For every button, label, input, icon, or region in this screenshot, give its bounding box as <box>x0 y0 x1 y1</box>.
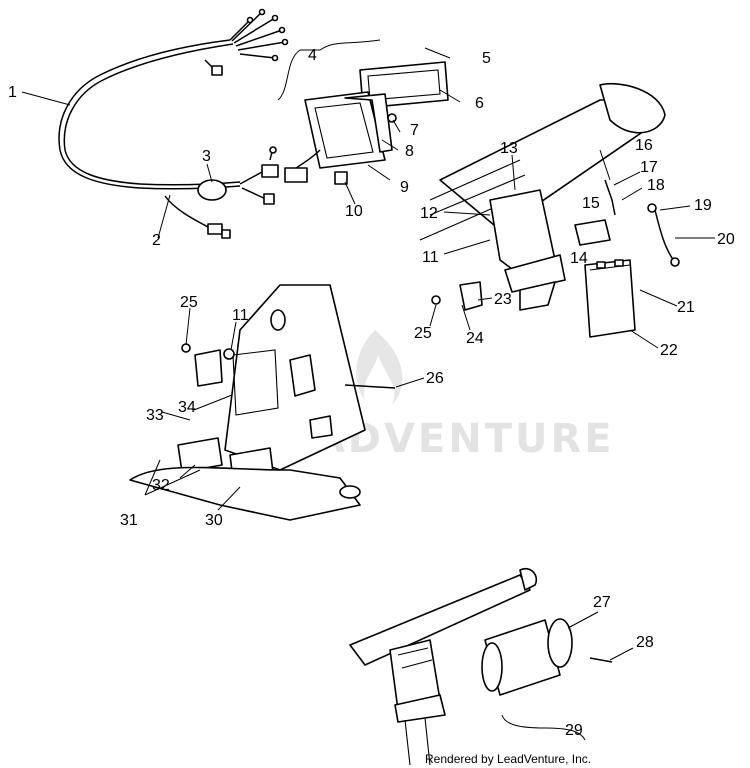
callout-9: 9 <box>400 179 409 196</box>
callout-27: 27 <box>593 594 611 611</box>
callout-29: 29 <box>565 722 583 739</box>
callout-7: 7 <box>410 122 419 139</box>
callout-26: 26 <box>426 370 444 387</box>
callout-32: 32 <box>152 477 170 494</box>
flame-watermark-icon <box>356 330 403 405</box>
leader-lines <box>21 47 715 661</box>
callout-3: 3 <box>202 148 211 165</box>
callout-4: 4 <box>308 47 317 64</box>
callout-24: 24 <box>466 330 484 347</box>
callout-10: 10 <box>345 203 363 220</box>
bracket-section <box>129 284 396 521</box>
callout-18: 18 <box>647 177 665 194</box>
callout-34: 34 <box>178 399 196 416</box>
callout-17: 17 <box>640 159 658 176</box>
callout-2: 2 <box>152 232 161 249</box>
callout-25-left: 25 <box>180 294 198 311</box>
callout-31: 31 <box>120 512 138 529</box>
callout-21: 21 <box>677 299 695 316</box>
callout-30: 30 <box>205 512 223 529</box>
callout-14: 14 <box>570 250 588 267</box>
callout-5: 5 <box>482 50 491 67</box>
callout-6: 6 <box>475 95 484 112</box>
tail-light-assembly <box>277 39 449 185</box>
callout-11-left: 11 <box>232 307 249 324</box>
callout-20: 20 <box>717 231 735 248</box>
callout-13: 13 <box>500 140 518 157</box>
callout-16: 16 <box>635 137 653 154</box>
callout-8: 8 <box>405 143 414 160</box>
callout-28: 28 <box>636 634 654 651</box>
wiring-harness <box>58 8 289 239</box>
callout-12: 12 <box>420 205 438 222</box>
frame-battery-section <box>419 83 680 338</box>
callout-19: 19 <box>694 197 712 214</box>
callout-1: 1 <box>8 84 17 101</box>
callout-22: 22 <box>660 342 678 359</box>
callout-33: 33 <box>146 407 164 424</box>
credit-text: Rendered by LeadVenture, Inc. <box>425 752 591 766</box>
callout-11-right: 11 <box>422 249 439 266</box>
callout-23: 23 <box>494 291 512 308</box>
starter-assembly-section <box>349 567 613 766</box>
callout-labels: 1 2 3 4 5 6 7 8 9 10 11 11 12 13 14 15 1… <box>8 47 735 739</box>
callout-25-right: 25 <box>414 325 432 342</box>
callout-15: 15 <box>582 195 600 212</box>
